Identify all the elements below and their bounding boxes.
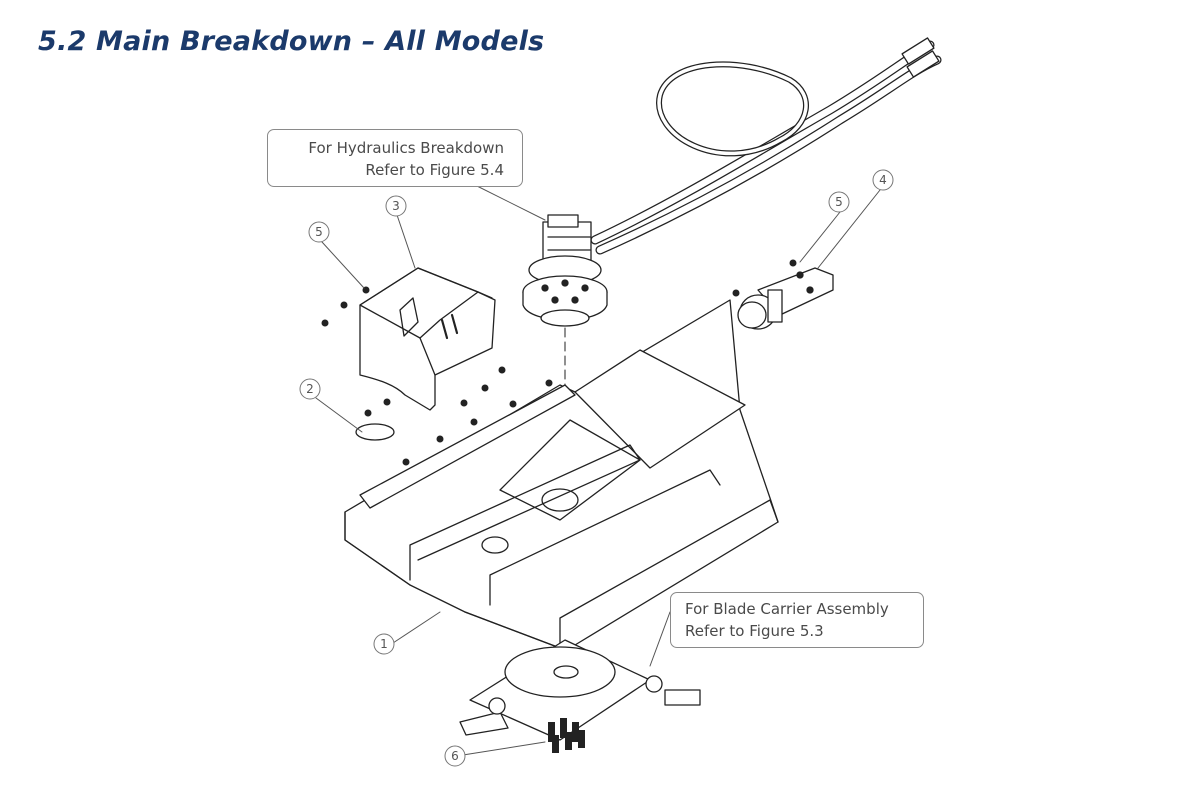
svg-text:6: 6 xyxy=(451,749,459,763)
balloon-6: 6 xyxy=(444,745,466,767)
balloon-2: 2 xyxy=(299,378,321,400)
blade-carrier-callout: For Blade Carrier Assembly Refer to Figu… xyxy=(670,592,924,648)
blade-carrier-callout-line2: Refer to Figure 5.3 xyxy=(685,622,824,640)
page-title: 5.2 Main Breakdown – All Models xyxy=(38,26,545,57)
hydraulics-callout-line1: For Hydraulics Breakdown xyxy=(308,139,504,157)
motor-shield xyxy=(359,267,496,411)
balloon-5-valve: 5 xyxy=(828,191,850,213)
svg-text:5: 5 xyxy=(315,225,323,239)
svg-text:4: 4 xyxy=(879,173,887,187)
balloon-3: 3 xyxy=(385,195,407,217)
blade-carrier xyxy=(459,639,701,741)
mounting-bolts xyxy=(321,259,797,466)
hydraulic-valve xyxy=(737,267,834,330)
balloon-1: 1 xyxy=(373,633,395,655)
hydraulics-callout: For Hydraulics Breakdown Refer to Figure… xyxy=(267,129,523,187)
cover-plate xyxy=(355,423,395,441)
balloon-5-shield: 5 xyxy=(308,221,330,243)
svg-text:2: 2 xyxy=(306,382,314,396)
svg-text:1: 1 xyxy=(380,637,388,651)
hydraulic-hoses xyxy=(590,37,942,255)
blade-carrier-callout-line1: For Blade Carrier Assembly xyxy=(685,600,889,618)
hydraulics-callout-line2: Refer to Figure 5.4 xyxy=(365,161,504,179)
balloon-4: 4 xyxy=(872,169,894,191)
hydraulic-motor xyxy=(522,214,608,327)
blade-bolts xyxy=(548,718,585,753)
svg-text:3: 3 xyxy=(392,199,400,213)
cutter-deck xyxy=(344,299,779,649)
leader-lines xyxy=(315,184,881,756)
svg-text:5: 5 xyxy=(835,195,843,209)
